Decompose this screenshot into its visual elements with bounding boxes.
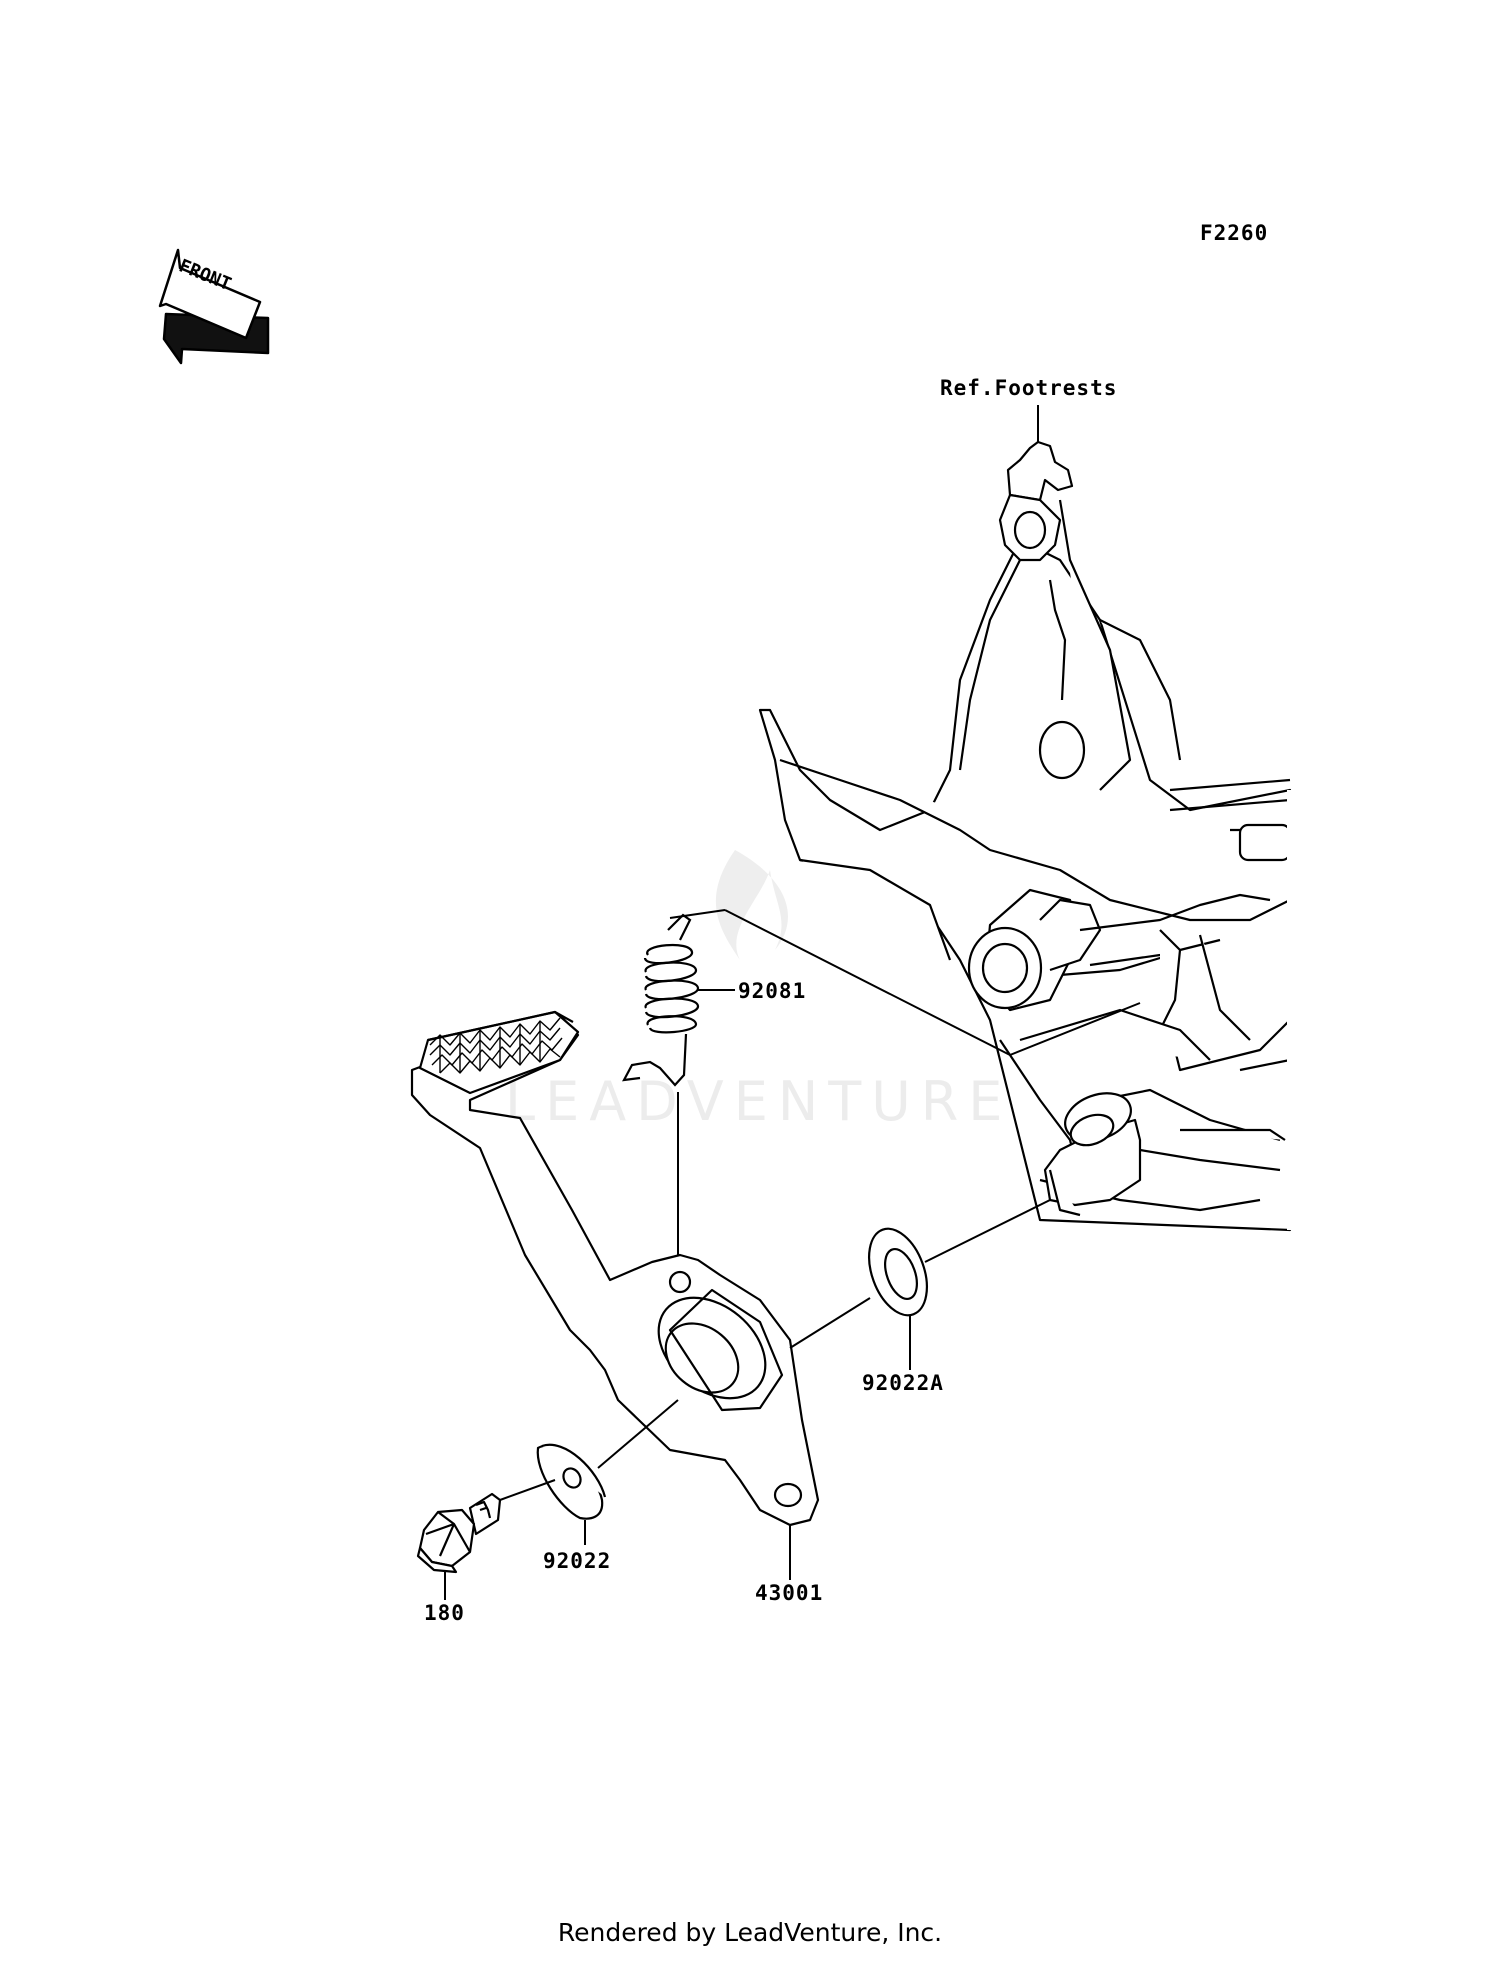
label-43001: 43001 bbox=[755, 1581, 823, 1605]
label-92022: 92022 bbox=[543, 1549, 611, 1573]
label-92022a: 92022A bbox=[862, 1371, 944, 1395]
diagram-code: F2260 bbox=[1200, 221, 1268, 245]
label-180: 180 bbox=[424, 1601, 465, 1625]
washer-line-right bbox=[597, 1399, 679, 1469]
bolt-180 bbox=[416, 1492, 502, 1574]
label-92081: 92081 bbox=[738, 979, 806, 1003]
front-arrow-icon: FRONT bbox=[158, 248, 270, 365]
footer-credit: Rendered by LeadVenture, Inc. bbox=[557, 1918, 943, 1947]
ref-footrests-label: Ref.Footrests bbox=[940, 376, 1117, 400]
pedal-tread-pattern bbox=[429, 1017, 563, 1074]
watermark-text: LEADVENTURE bbox=[505, 1070, 1012, 1133]
watermark: LEADVENTURE bbox=[505, 850, 1012, 1133]
spring-92081 bbox=[622, 913, 700, 1087]
washer-a-line-right bbox=[924, 1199, 1051, 1263]
spring-ref-line-b bbox=[724, 909, 1011, 1056]
washer-a-line-left bbox=[789, 1297, 871, 1349]
spring-ref-line-c bbox=[1009, 1002, 1141, 1056]
brake-pedal-43001 bbox=[410, 1010, 820, 1527]
spring-ref-line-a bbox=[669, 909, 726, 919]
footrest-bracket bbox=[758, 440, 1292, 1232]
washer-92022 bbox=[536, 1443, 607, 1520]
washer-line-left bbox=[499, 1479, 556, 1501]
washer-92022a bbox=[868, 1227, 928, 1317]
